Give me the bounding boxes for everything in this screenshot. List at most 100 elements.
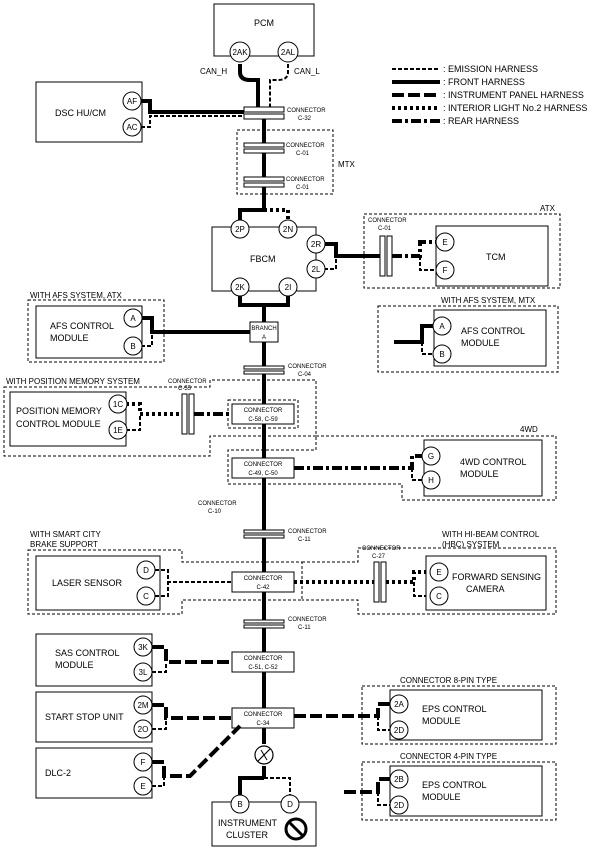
wire-awd-1 [294,454,424,470]
cluster-pin-d-label: D [287,800,293,809]
c10-label: CONNECTOR [198,501,237,507]
eps8-group: CONNECTOR 8-PIN TYPE EPS CONTROL MODULE … [294,676,557,745]
tcm-pin-e-label: E [442,238,447,247]
wire-pcm-h [238,64,260,107]
dlc-module: DLC-2 F E [35,724,242,799]
c01b-label: CONNECTOR [286,177,325,183]
cluster-pin-d [280,794,300,814]
branch-a: BRANCH A [249,321,279,343]
afs-atx-pin-b [123,336,143,356]
prohibited-icon [284,817,308,841]
laser-pin-d-label: D [143,566,149,575]
laser-group-label1: WITH SMART CITY [30,530,101,539]
c11b-label: CONNECTOR [288,617,327,623]
fbcm-pin-2k-label: 2K [235,283,245,292]
laser-group: WITH SMART CITY BRAKE SUPPORT LASER SENS… [27,530,303,615]
sas-box [35,633,153,687]
posmem-group: WITH POSITION MEMORY SYSTEM POSITION MEM… [3,377,317,457]
eps4-pin-2b-label: 2B [394,775,404,784]
ssu-title: START STOP UNIT [45,712,124,722]
fbcm-pin-2l-label: 2L [312,265,321,274]
wire-awd-2 [411,468,424,481]
afs-mtx-title1: AFS CONTROL [461,326,525,336]
sas-pin-3k-label: 3K [138,643,148,652]
awd-pin-h-label: H [428,476,434,485]
connector-c10-c11: CONNECTOR C-10 CONNECTOR C-11 [198,501,327,543]
awd-pin-g [421,446,441,466]
wire-pcm-l [269,64,289,107]
posmem-title1: POSITION MEMORY [16,406,102,416]
sas-pin-3l [133,662,153,682]
dsc-pin-af-label: AF [127,97,137,106]
fbcm-pin-2n [278,219,298,239]
eps4-group: CONNECTOR 4-PIN TYPE EPS CONTROL MODULE … [344,752,557,821]
c49-label: CONNECTOR [244,462,283,468]
dlc-box [35,747,153,799]
c42-label: CONNECTOR [244,576,283,582]
pcm-pin-2ak-label: 2AK [232,48,248,57]
c51-label: CONNECTOR [244,656,283,662]
c55-label: CONNECTOR [168,379,207,385]
c55-id: C-55 [178,386,192,392]
termination-resistor-icon [254,745,274,765]
dlc-title: DLC-2 [45,768,71,778]
afs-mtx-pin-b-label: B [439,350,444,359]
wire-dlc-2 [152,776,165,787]
wire-tcm-4 [419,256,436,271]
sas-title1: SAS CONTROL [55,648,120,658]
c27-label: CONNECTOR [362,546,401,552]
legend-interior-light-label: : INTERIOR LIGHT No.2 HARNESS [443,103,587,113]
ssu-pin-2o [133,719,153,739]
tcm-pin-e [435,232,455,252]
eps4-pin-2d [389,795,409,815]
laser-pin-c [136,586,156,606]
c11b-id: C-11 [298,625,311,631]
ssu-pin-2m [133,695,153,715]
fsc-title2: CAMERA [466,584,505,594]
can-h-label: CAN_H [200,67,227,76]
dsc-pin-ac-label: AC [126,123,137,132]
c04-label: CONNECTOR [288,364,327,370]
ssu-module: START STOP UNIT 2M 2O CONNECTOR C-34 [35,691,295,743]
c01a-id: C-01 [296,151,310,157]
fbcm-pin-2i-label: 2I [285,283,292,292]
c01t-id: C-01 [378,226,392,232]
pcm-module: PCM 2AK 2AL CAN_H CAN_L [200,3,320,76]
legend: : EMISSION HARNESS : FRONT HARNESS : INS… [392,64,587,126]
afs-atx-pin-b-label: B [130,342,135,351]
c51-id: C-51, C-52 [248,665,278,671]
fbcm-pin-2l [306,259,326,279]
c58-id: C-58, C-59 [248,417,278,423]
wire-tcm-3 [392,240,436,258]
cluster-title2: CLUSTER [226,830,269,840]
fsc-group-label2: (HBC) SYSTEM [442,540,500,549]
eps4-title2: MODULE [422,792,461,802]
wire-dsc-1 [141,99,244,114]
sas-pin-3k [133,637,153,657]
eps8-title1: EPS CONTROL [422,704,487,714]
sas-pin-3l-label: 3L [139,668,148,677]
c32-label: CONNECTOR [287,108,326,114]
eps8-pin-2d [389,720,409,740]
legend-front-label: : FRONT HARNESS [443,77,525,87]
cluster-pin-b [230,794,250,814]
dsc-module: DSC HU/CM AF AC [35,81,244,143]
eps4-box [389,765,543,817]
laser-pin-d [136,560,156,580]
posmem-pin-1c-label: 1C [113,400,123,409]
c01a-label: CONNECTOR [286,143,325,149]
connector-c04: CONNECTOR C-04 [243,364,327,378]
connector-c32: CONNECTOR C-32 [243,106,326,122]
eps8-pin-2a [389,694,409,714]
fsc-pin-e-label: E [436,568,441,577]
laser-pin-c-label: C [143,592,149,601]
wire-dsc-2 [141,115,244,128]
mtx-label: MTX [338,160,356,169]
dlc-pin-f-label: F [141,758,146,767]
dlc-pin-f [133,752,153,772]
laser-title: LASER SENSOR [52,578,123,588]
dlc-pin-e [133,776,153,796]
branch-line1: BRANCH [251,326,276,332]
posmem-pin-1e [108,420,128,440]
